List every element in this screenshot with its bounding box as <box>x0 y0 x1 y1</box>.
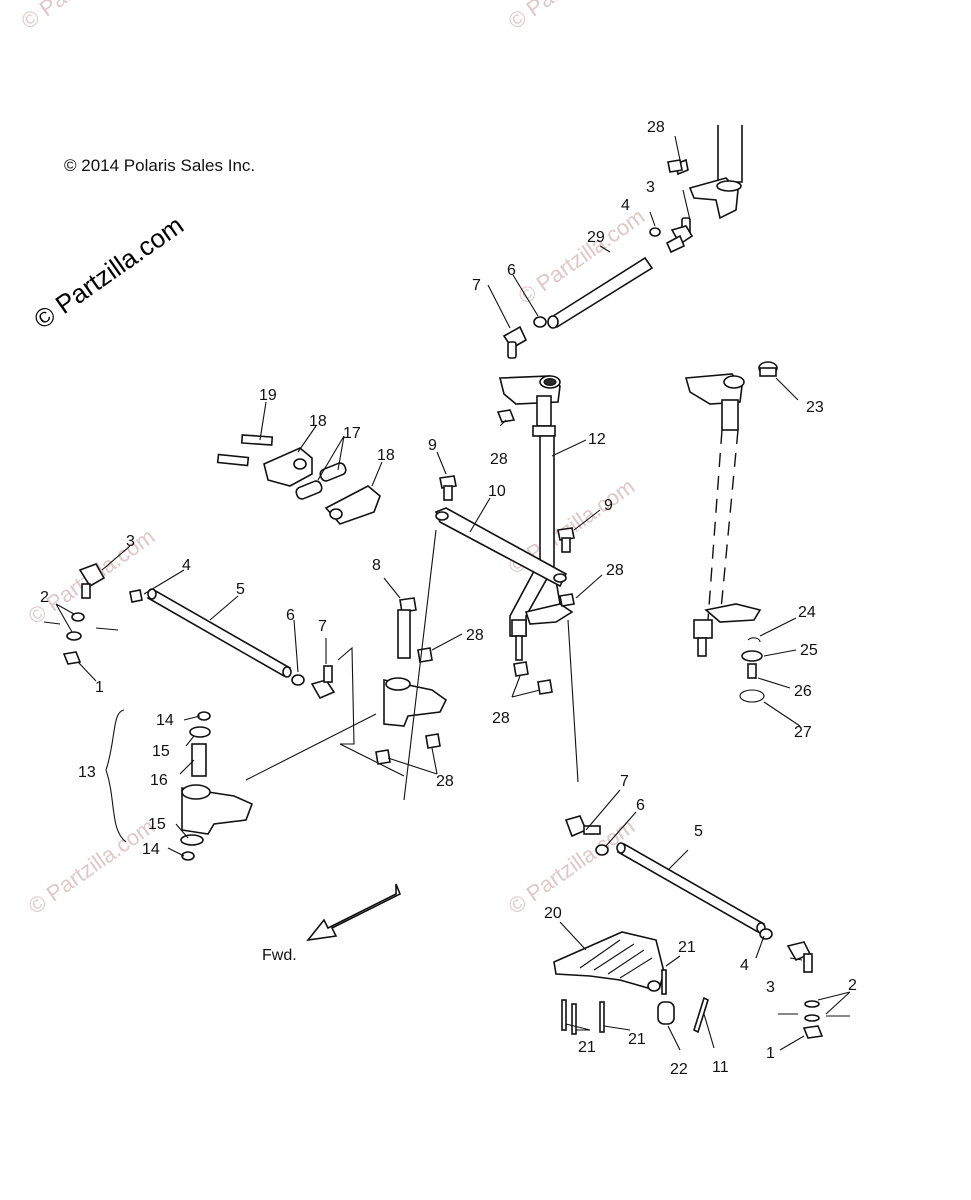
callout-label: 7 <box>318 618 327 635</box>
callout-label: 14 <box>156 712 174 729</box>
clamp-assembly <box>216 434 381 525</box>
callout-label: 21 <box>678 939 696 956</box>
watermark-faint: © Partzilla.com <box>24 814 160 920</box>
callout-label: 9 <box>604 497 613 514</box>
callout-label: 16 <box>150 772 168 789</box>
lower-column-right <box>684 361 778 703</box>
callout-label: 3 <box>646 179 655 196</box>
right-tie-rod <box>564 619 850 1039</box>
steering-shaft <box>498 375 574 661</box>
callout-label: 3 <box>766 979 775 996</box>
callout-label: 1 <box>95 679 104 696</box>
callout-label: 2 <box>40 589 49 606</box>
callout-label: 21 <box>628 1031 646 1048</box>
steering-boot <box>553 931 709 1035</box>
callout-label: 5 <box>236 581 245 598</box>
watermark-main: © Partzilla.com <box>28 210 189 335</box>
upper-steering-post <box>502 125 743 359</box>
copyright-text: © 2014 Polaris Sales Inc. <box>64 156 255 175</box>
callout-label: 7 <box>620 773 629 790</box>
callout-label: 28 <box>466 627 484 644</box>
callout-label: 19 <box>259 387 277 404</box>
callout-label: 24 <box>798 604 816 621</box>
callout-label: 8 <box>372 557 381 574</box>
callout-label: 25 <box>800 642 818 659</box>
callout-label: 4 <box>740 957 749 974</box>
bolts-9 <box>439 475 575 553</box>
callout-label: 18 <box>309 413 327 430</box>
callout-label: 13 <box>78 764 96 781</box>
callout-label: 9 <box>428 437 437 454</box>
callout-label: 15 <box>148 816 166 833</box>
callout-labels: 28 3 4 29 6 7 23 19 18 17 18 9 28 12 10 … <box>40 119 857 1078</box>
callout-label: 4 <box>182 557 191 574</box>
callout-label: 28 <box>490 451 508 468</box>
callout-label: 5 <box>694 823 703 840</box>
callout-label: 14 <box>142 841 160 858</box>
nuts-28 <box>375 159 683 765</box>
fwd-label: Fwd. <box>262 947 297 964</box>
idler-bracket <box>105 709 377 861</box>
callout-label: 6 <box>286 607 295 624</box>
callout-label: 17 <box>343 425 361 442</box>
left-tie-rod <box>43 563 336 700</box>
forward-arrow: Fwd. <box>262 883 402 964</box>
callout-label: 11 <box>712 1059 729 1076</box>
callout-label: 28 <box>436 773 454 790</box>
callout-label: 26 <box>794 683 812 700</box>
callout-label: 28 <box>647 119 665 136</box>
callout-label: 20 <box>544 905 562 922</box>
callout-label: 22 <box>670 1061 688 1078</box>
watermark-faint: © Partzilla.com <box>514 204 650 310</box>
center-bracket <box>337 529 448 801</box>
watermark-faint: © Partzilla.com <box>17 0 153 34</box>
callout-label: 15 <box>152 743 170 760</box>
callout-label: 18 <box>377 447 395 464</box>
leader-lines <box>55 135 851 1051</box>
callout-label: 6 <box>636 797 645 814</box>
callout-label: 21 <box>578 1039 596 1056</box>
callout-label: 29 <box>587 229 605 246</box>
callout-label: 2 <box>848 977 857 994</box>
callout-label: 7 <box>472 277 481 294</box>
steering-arm <box>434 507 568 588</box>
callout-label: 10 <box>488 483 506 500</box>
watermark-faint: © Partzilla.com <box>504 0 640 34</box>
callout-label: 3 <box>126 533 135 550</box>
callout-label: 28 <box>492 710 510 727</box>
callout-label: 1 <box>766 1045 775 1062</box>
callout-label: 28 <box>606 562 624 579</box>
callout-label: 23 <box>806 399 824 416</box>
callout-label: 12 <box>588 431 606 448</box>
callout-label: 4 <box>621 197 630 214</box>
callout-label: 27 <box>794 724 812 741</box>
callout-label: 6 <box>507 262 516 279</box>
